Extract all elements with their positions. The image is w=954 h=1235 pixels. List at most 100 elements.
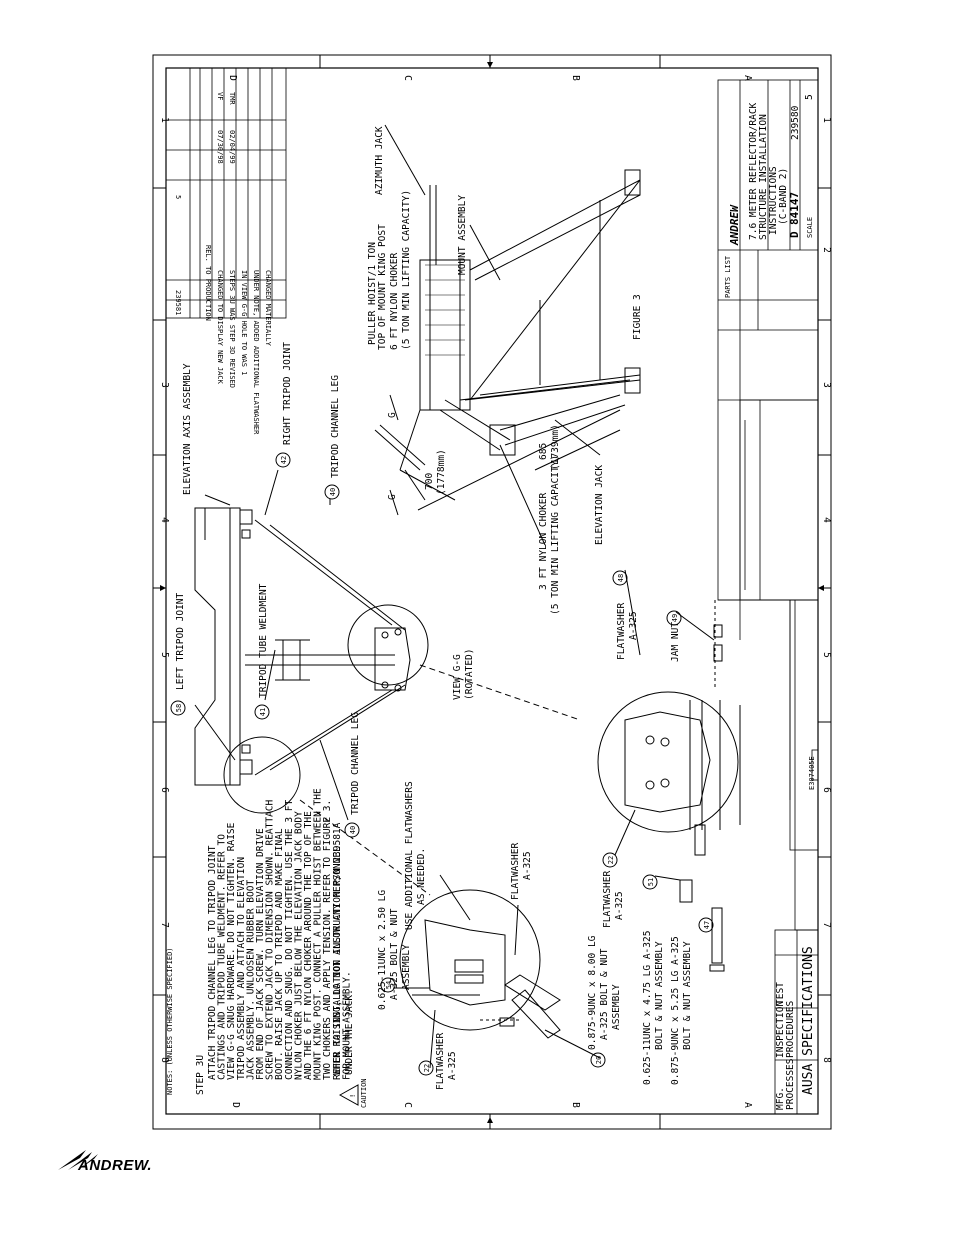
ausa-strip [774, 599, 819, 1115]
zone-letter: C [402, 75, 413, 81]
label-figure: FIGURE 3 [632, 294, 643, 340]
label-top-of-mount: TOP OF MOUNT KING POST [377, 224, 388, 350]
rev-letter: 5 [174, 195, 182, 199]
label-puller-hoist: PULLER HOIST/1 TON [367, 242, 378, 345]
zone-number: 5 [159, 652, 170, 658]
rev-row-date: 02/04/99 [228, 130, 236, 164]
callout-number: 47 [703, 921, 711, 929]
step-text-line: CONNECTION AND SNUG. DO NOT TIGHTEN. USE… [284, 799, 295, 1080]
flatwasher-detail-labels: USE ADDITIONAL FLATWASHERS AS NEEDED. FL… [377, 781, 622, 1090]
step-text-line: VIEW G-G SNUG HARDWARE. DO NOT TIGHTEN. … [226, 822, 237, 1080]
strip-test: TEST [775, 982, 786, 1005]
zone-letter: C [402, 1102, 413, 1108]
andrew-logo [58, 1150, 98, 1170]
strip-processes: PROCESSES [785, 1058, 796, 1110]
rev-row-date: 07/30/98 [216, 130, 224, 164]
label-g: G [387, 494, 398, 500]
label-g: G [387, 412, 398, 418]
caution-line: WHEN RAISING, DO NOT ALLOW ANY PERSONNEL [332, 846, 343, 1075]
revision-block [165, 67, 287, 319]
label-dim-700-mm: (1778mm) [436, 449, 447, 495]
label-bolt: 0.625-11UNC x 4.75 LG A-325 [642, 931, 653, 1085]
flatwasher-detail-drawing [393, 874, 601, 1069]
label-bolt: ASSEMBLY [401, 944, 412, 990]
step-text-line: BOOT. RAISE JACK UP TO TRIPOD AND MAKE F… [274, 828, 285, 1080]
rev-status: REL. TO PRODUCTION [204, 245, 212, 321]
caution-line: UNDER THE JACK. [344, 989, 355, 1075]
label-jam-nut: JAM NUT [670, 622, 681, 662]
step-label: STEP 3U [195, 1055, 206, 1095]
zone-letter: A [742, 1102, 753, 1108]
rev-number: 239581 [174, 290, 182, 315]
label-elevation-jack: ELEVATION JACK [594, 465, 605, 545]
figure3-labels: AZIMUTH JACK MOUNT ASSEMBLY PULLER HOIST… [367, 126, 643, 615]
label-bolt: BOLT & NUT ASSEMBLY [654, 941, 665, 1050]
label-tripod-channel-leg: TRIPOD CHANNEL LEG [350, 712, 361, 815]
callout-number: 22 [423, 1064, 431, 1072]
rev-row-desc: CHANGED TO DISPLAY NEW JACK [216, 270, 224, 385]
callout-number: 40 [349, 826, 357, 834]
zone-number: 6 [159, 787, 170, 793]
zone-number: 6 [821, 787, 832, 793]
zone-number: 7 [159, 922, 170, 928]
figure3-mount-drawing [374, 124, 641, 546]
callout-number: 41 [259, 708, 267, 716]
callout-balloons [170, 452, 714, 1076]
zone-number: 8 [159, 1057, 170, 1063]
zone-number: 1 [159, 117, 170, 123]
label-flatwasher: FLATWASHER [435, 1033, 446, 1090]
label-tripod-tube-weldment: TRIPOD TUBE WELDMENT [258, 583, 269, 698]
step-text-line: NYLON CHOKER JUST BELOW THE ELEVATION JA… [293, 811, 304, 1080]
step-text-line: FROM END OF JACK SCREW. TURN ELEVATION D… [255, 828, 266, 1080]
callout-number: 42 [280, 456, 288, 464]
zone-numbers-left: 1 3 4 5 6 7 8 [159, 117, 170, 1063]
zone-number: 3 [821, 382, 832, 388]
zone-letter: D [230, 1102, 241, 1108]
title-line-4: (C-BAND 2) [778, 168, 789, 225]
zone-number: 2 [821, 247, 832, 253]
step-text-line: AND THE 6 FT NYLON CHOKER AROUND THE TOP… [303, 811, 314, 1080]
label-mount-assembly: MOUNT ASSEMBLY [457, 195, 468, 275]
label-dim-700: 700 [424, 473, 435, 490]
strip-mfg: MFG. [775, 1087, 786, 1110]
label-bolt: 0.875-9UNC x 8.00 LG [587, 935, 598, 1050]
label-azimuth-jack: AZIMUTH JACK [374, 126, 385, 195]
step-text-line: SCREW TO EXTEND JACK TO DIMENSION SHOWN.… [265, 799, 276, 1080]
zone-number: 7 [821, 922, 832, 928]
callout-number: 20 [595, 1056, 603, 1064]
zone-number: 4 [821, 517, 832, 523]
label-left-tripod-joint: LEFT TRIPOD JOINT [175, 592, 186, 690]
label-bolt: A-325 BOLT & NUT [389, 908, 400, 1000]
callout-numbers: 42 40 58 41 40 48 49 22 51 47 54 22 20 [175, 456, 711, 1072]
label-flatwasher-spec: A-325 [614, 891, 625, 920]
title-line-1: 7.6 METER REFLECTOR/RACK [748, 102, 759, 240]
label-as-needed: AS NEEDED. [416, 848, 427, 905]
label-rotated: (ROTATED) [464, 649, 475, 700]
step-text-line: TRIPOD ASSEMBLY AND ATTACH TO ELEVATION [236, 857, 247, 1080]
notes-title: NOTES: (UNLESS OTHERWISE SPECIFIED) [166, 947, 174, 1095]
label-bolt: 0.625-11UNC x 2.50 LG [377, 890, 388, 1010]
label-bolt: 0.875-9UNC x 5.25 LG A-325 [670, 936, 681, 1085]
zone-number: 5 [821, 652, 832, 658]
caution-label: CAUTION [360, 1078, 368, 1108]
label-bolt: A-325 BOLT & NUT [599, 948, 610, 1040]
label-right-tripod-joint: RIGHT TRIPOD JOINT [282, 342, 293, 445]
label-dim-685-mm: (1739mm) [550, 424, 561, 470]
title-size: D [788, 231, 801, 238]
step-text-line: TWO CHOKERS AND APPLY TENSION. REFER TO … [322, 800, 333, 1080]
step-text-line: REFER TO INSTALLATION INSTRUCTION P/N 23… [332, 822, 343, 1080]
label-elevation-axis: ELEVATION AXIS ASSEMBLY [182, 363, 193, 495]
label-flatwasher-spec: A-325 [522, 851, 533, 880]
callout-number: 58 [175, 704, 183, 712]
rev-row-by: TMR [228, 92, 236, 105]
zone-letter: A [742, 75, 753, 81]
zone-numbers-right: 1 2 3 4 5 6 7 8 [821, 117, 832, 1063]
label-choker-6ft: 6 FT NYLON CHOKER [389, 252, 400, 350]
label-use-additional: USE ADDITIONAL FLATWASHERS [404, 781, 415, 930]
elevation-axis-assembly-drawing [194, 469, 581, 896]
zone-letter: B [570, 75, 581, 81]
title-drawing-number: 239580 [790, 105, 801, 140]
label-flatwasher-spec: A-325 [447, 1051, 458, 1080]
zone-number: 1 [821, 117, 832, 123]
logo-swoosh-icon [58, 1150, 98, 1170]
